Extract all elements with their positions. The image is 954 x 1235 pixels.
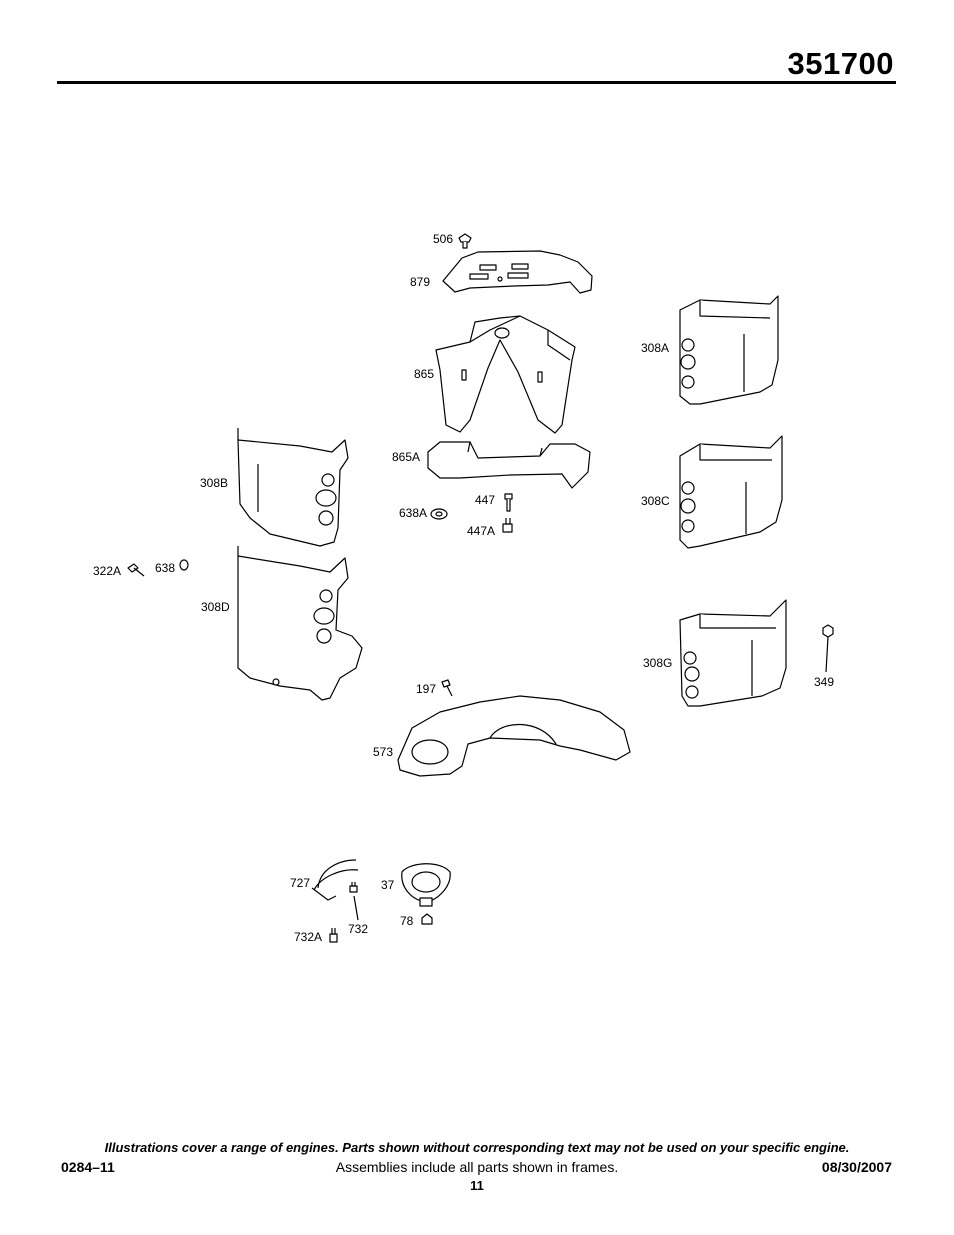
part-308G-shroud-drawing [679,599,787,707]
form-number: 0284–11 [61,1159,115,1175]
assemblies-note: Assemblies include all parts shown in fr… [335,1159,619,1175]
part-label-78: 78 [400,914,414,928]
part-308B-shroud-drawing [237,428,349,547]
part-638A-washer-drawing [430,508,448,520]
header-rule [57,81,896,84]
part-879-plate-drawing [442,250,593,294]
part-349-nut-drawing [822,624,834,673]
part-label-732A: 732A [294,930,323,944]
part-label-447A: 447A [467,524,496,538]
part-label-308D: 308D [201,600,230,614]
part-865A-bracket-drawing [427,441,591,489]
part-322A-screw-drawing [127,563,145,577]
revision-date: 08/30/2007 [821,1159,892,1175]
part-865-bracket-drawing [435,315,576,434]
part-label-727: 727 [290,876,311,890]
part-label-573: 573 [373,745,394,759]
disclaimer-text: Illustrations cover a range of engines. … [104,1140,850,1155]
part-label-308B: 308B [200,476,229,490]
part-label-308A: 308A [641,341,670,355]
part-308A-shroud-drawing [679,295,779,405]
model-number: 351700 [787,46,894,81]
part-label-37: 37 [381,878,395,892]
part-638-washer-drawing [179,559,189,571]
part-label-506: 506 [433,232,454,246]
part-label-865: 865 [414,367,435,381]
part-label-447: 447 [475,493,496,507]
part-308C-shroud-drawing [679,435,783,549]
page-number: 11 [470,1178,484,1193]
part-37-grommet-drawing [401,863,451,907]
part-573-shroud-drawing [397,695,631,777]
part-label-638A: 638A [399,506,428,520]
part-label-308C: 308C [641,494,670,508]
part-197-screw-drawing [441,679,453,697]
part-506-screw-drawing [458,233,472,249]
part-label-732: 732 [348,922,369,936]
part-label-865A: 865A [392,450,421,464]
part-label-322A: 322A [93,564,122,578]
part-727-clamp-drawing [311,859,359,901]
part-label-349: 349 [814,675,835,689]
part-78-screw-drawing [421,913,433,925]
part-label-197: 197 [416,682,437,696]
part-447-screw-drawing [504,493,513,512]
part-447A-screw-drawing [502,518,513,533]
part-label-308G: 308G [643,656,673,670]
part-label-638: 638 [155,561,176,575]
part-308D-shroud-drawing [237,546,363,701]
part-732-screw-drawing [349,882,359,921]
part-732A-screw-drawing [329,928,338,943]
part-label-879: 879 [410,275,431,289]
